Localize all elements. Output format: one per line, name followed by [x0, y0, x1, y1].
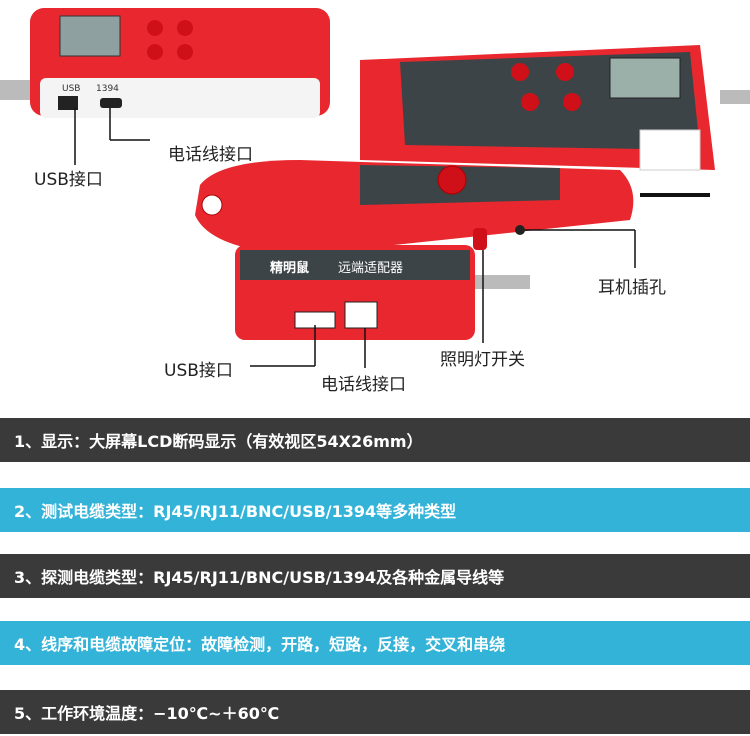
callout-usb-top: USB接口 [34, 170, 103, 190]
remote-adapter [235, 245, 530, 340]
remote-adapter-label: 远端适配器 [338, 261, 404, 276]
product-photo [0, 8, 750, 368]
feature-band-2: 2、测试电缆类型：RJ45/RJ11/BNC/USB/1394等多种类型 [0, 488, 750, 532]
feature-band-4: 4、线序和电缆故障定位：故障检测，开路，短路，反接，交叉和串绕 [0, 621, 750, 665]
callout-phone-top: 电话线接口 [168, 145, 253, 165]
port-1394-label: 1394 [96, 84, 119, 94]
callout-phone-bottom: 电话线接口 [321, 375, 406, 395]
port-usb-label: USB [62, 84, 81, 94]
feature-band-1: 1、显示：大屏幕LCD断码显示（有效视区54X26mm） [0, 418, 750, 462]
brand-label: 精明鼠 [270, 261, 310, 276]
callout-earphone: 耳机插孔 [598, 278, 666, 298]
callout-light-switch: 照明灯开关 [440, 350, 525, 370]
feature-band-5: 5、工作环境温度：−10℃~＋60℃ [0, 690, 750, 734]
callout-usb-bottom: USB接口 [164, 361, 233, 381]
main-tester-end-view [0, 8, 330, 118]
feature-band-3: 3、探测电缆类型：RJ45/RJ11/BNC/USB/1394及各种金属导线等 [0, 554, 750, 598]
probe-device [195, 160, 710, 255]
main-tester-angled-view [360, 45, 750, 171]
